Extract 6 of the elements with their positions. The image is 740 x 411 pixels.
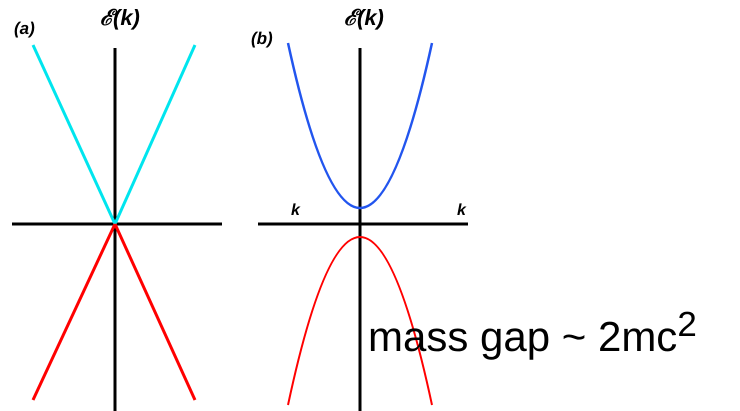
panel-label: (a): [14, 20, 35, 39]
axis-label: ℰ(k): [100, 6, 140, 30]
axis-label: k: [291, 202, 300, 220]
axis-label: k: [457, 202, 466, 220]
axis-label: ℰ(k): [344, 6, 384, 30]
panel-label: (b): [251, 30, 273, 49]
